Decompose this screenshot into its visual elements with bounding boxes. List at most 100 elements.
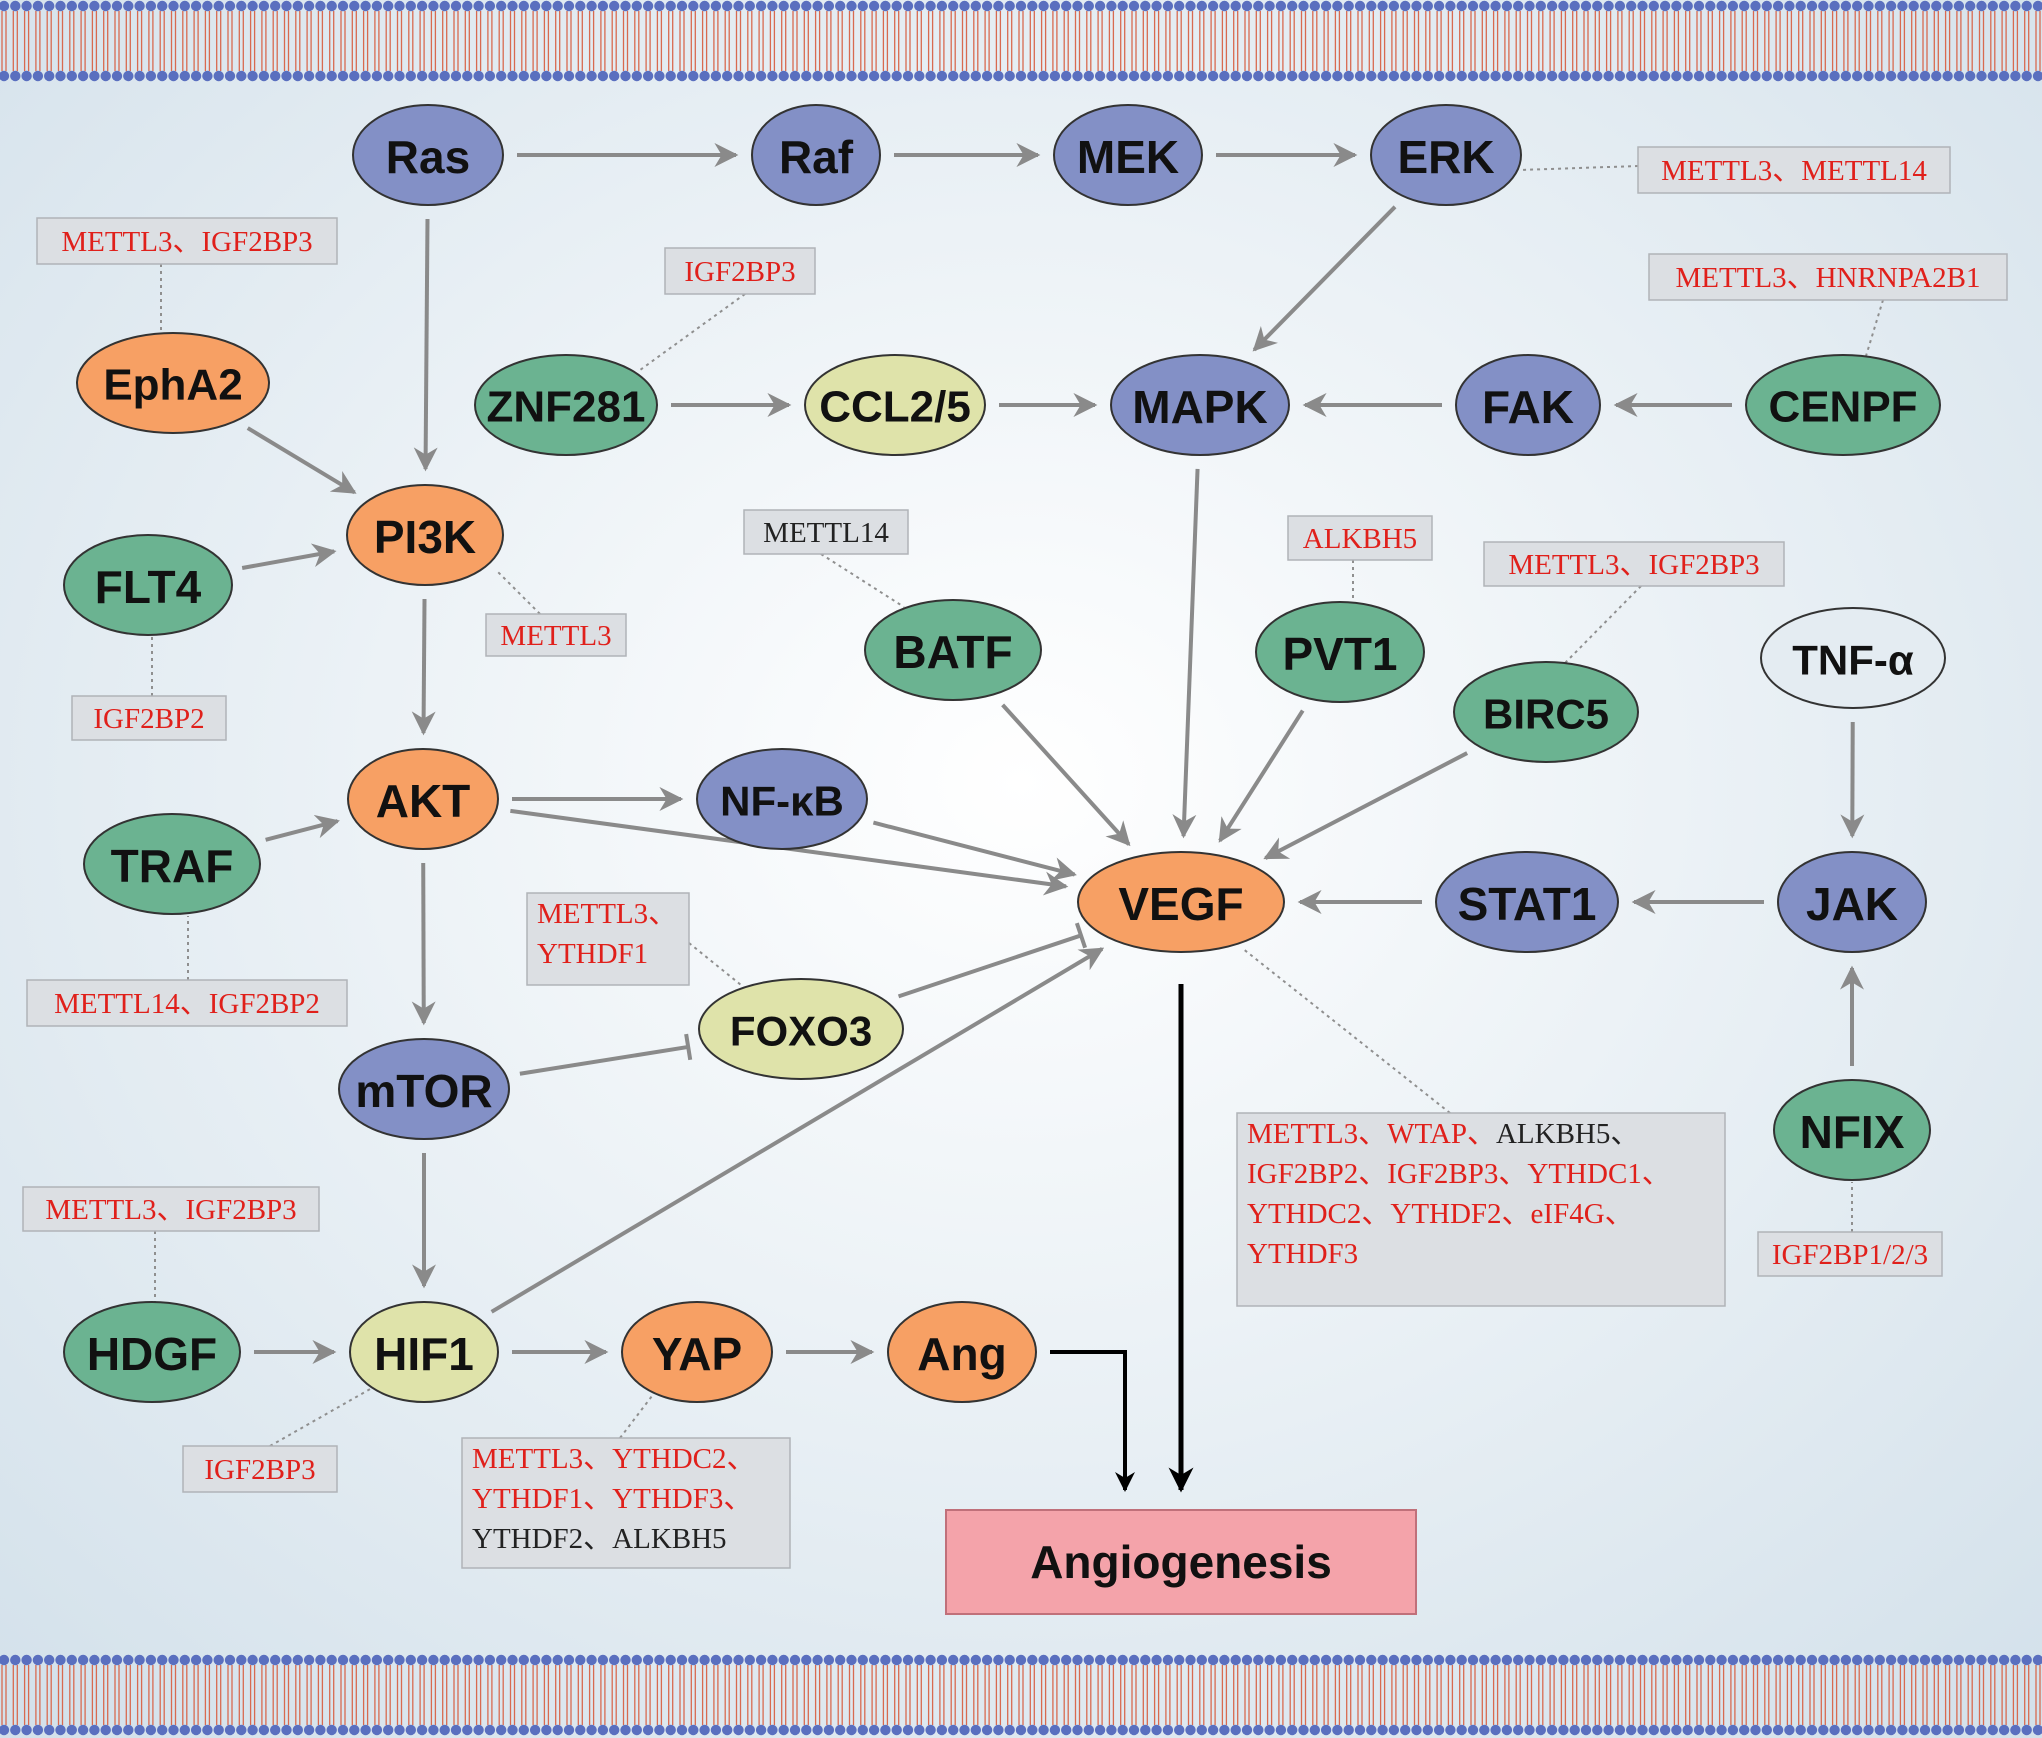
edge-batf-to-vegf <box>1001 703 1131 847</box>
modifier-erk-text: METTL3、METTL14 <box>1661 155 1927 187</box>
node-mtor: mTOR <box>338 1038 510 1140</box>
modifier-vegf-text: METTL3、WTAP、 <box>1247 1118 1496 1150</box>
modifier-box-nfix: IGF2BP1/2/3 <box>1757 1231 1943 1277</box>
node-nfix: NFIX <box>1773 1079 1931 1181</box>
modifier-yap-text: METTL3、YTHDC2、 <box>472 1443 756 1475</box>
node-ang-shape <box>887 1301 1037 1403</box>
node-hdgf-shape <box>63 1301 241 1403</box>
modifier-hdgf-line-0: METTL3、IGF2BP3 <box>45 1194 296 1226</box>
modifier-box-erk: METTL3、METTL14 <box>1637 146 1951 194</box>
node-yap: YAP <box>621 1301 773 1403</box>
node-pvt1-label: PVT1 <box>1282 628 1397 680</box>
node-fak: FAK <box>1455 354 1601 456</box>
edge-traf-to-akt <box>265 814 340 842</box>
modifier-foxo3-text: METTL3、 <box>537 898 677 930</box>
modifier-box-foxo3-bg <box>526 892 690 986</box>
modifier-vegf-text: IGF2BP2、IGF2BP3、YTHDC1、 <box>1247 1158 1671 1190</box>
node-nfix-shape <box>1773 1079 1931 1181</box>
node-flt4-shape <box>63 534 233 636</box>
modifier-foxo3-line-0: METTL3、 <box>537 898 677 930</box>
node-ras: Ras <box>352 104 504 206</box>
node-birc5: BIRC5 <box>1453 661 1639 763</box>
node-fak-label: FAK <box>1482 381 1574 433</box>
node-hif1-shape <box>349 1301 499 1403</box>
modifier-cenpf-text: METTL3、HNRNPA2B1 <box>1675 262 1980 294</box>
node-stat1-shape <box>1435 851 1619 953</box>
node-flt4: FLT4 <box>63 534 233 636</box>
modifier-box-znf281: IGF2BP3 <box>664 247 816 295</box>
pathway-edges <box>241 143 1865 1493</box>
modifier-vegf-text: ALKBH5、 <box>1496 1118 1639 1150</box>
modifier-box-epha2-bg <box>36 217 338 265</box>
node-nfkb: NF-κB <box>696 748 868 850</box>
modifier-erk-line-0: METTL3、METTL14 <box>1661 155 1927 187</box>
node-jak: JAK <box>1777 851 1927 953</box>
node-mek: MEK <box>1053 104 1203 206</box>
modifier-box-hdgf-bg <box>22 1186 320 1232</box>
node-pi3k-label: PI3K <box>374 511 476 563</box>
node-fak-shape <box>1455 354 1601 456</box>
node-ras-label: Ras <box>386 131 470 183</box>
modifier-vegf-text: YTHDF3 <box>1247 1238 1358 1270</box>
node-tnfa-label: TNF-α <box>1792 637 1914 684</box>
edge-pvt1-to-vegf <box>1218 709 1305 843</box>
node-mapk-shape <box>1110 354 1290 456</box>
modifier-znf281-text: IGF2BP3 <box>684 256 795 288</box>
modifier-box-vegf-bg <box>1236 1112 1726 1307</box>
node-znf281: ZNF281 <box>474 354 658 456</box>
node-epha2: EphA2 <box>76 332 270 434</box>
node-nfkb-shape <box>696 748 868 850</box>
node-flt4-label: FLT4 <box>95 561 202 613</box>
node-yap-shape <box>621 1301 773 1403</box>
node-ccl25: CCL2/5 <box>804 354 986 456</box>
edge-ras-to-pi3k <box>413 218 438 472</box>
modifier-batf-line-0: METTL14 <box>763 517 889 549</box>
modifier-yap-line-1: YTHDF1、YTHDF3、 <box>472 1483 752 1515</box>
node-akt-shape <box>347 748 499 850</box>
modifier-flt4-text: IGF2BP2 <box>93 703 204 735</box>
modifier-box-flt4-bg <box>71 695 227 741</box>
modifier-box-hif1: IGF2BP3 <box>182 1445 338 1493</box>
edge-hif1-to-vegf <box>490 947 1105 1314</box>
node-akt-label: AKT <box>376 775 471 827</box>
edge-erk-to-mapk <box>1252 205 1397 352</box>
node-znf281-shape <box>474 354 658 456</box>
node-foxo3-shape <box>698 978 904 1080</box>
node-stat1-label: STAT1 <box>1458 878 1597 930</box>
node-znf281-label: ZNF281 <box>487 383 646 432</box>
modifier-box-traf-bg <box>26 979 348 1027</box>
modifier-pvt1-text: ALKBH5 <box>1303 523 1417 555</box>
outcome-group: Angiogenesis <box>945 1509 1417 1615</box>
modifier-link-pi3k <box>497 571 541 615</box>
node-vegf: VEGF <box>1077 851 1285 953</box>
node-ang-label: Ang <box>917 1328 1006 1380</box>
modifier-flt4-line-0: IGF2BP2 <box>93 703 204 735</box>
modifier-box-hdgf: METTL3、IGF2BP3 <box>22 1186 320 1232</box>
modifier-traf-line-0: METTL14、IGF2BP2 <box>54 988 320 1020</box>
modifier-hif1-text: IGF2BP3 <box>204 1454 315 1486</box>
modifier-box-foxo3: METTL3、YTHDF1 <box>526 892 690 986</box>
node-epha2-label: EphA2 <box>103 361 242 410</box>
node-tnfa: TNF-α <box>1760 607 1946 709</box>
modifier-pi3k-line-0: METTL3 <box>500 620 611 652</box>
modifier-box-nfix-bg <box>1757 1231 1943 1277</box>
edge-mtor-to-foxo3-bar <box>684 1033 693 1061</box>
node-ccl25-shape <box>804 354 986 456</box>
node-yap-label: YAP <box>652 1328 742 1380</box>
node-raf: Raf <box>751 104 881 206</box>
modifier-box-pi3k-bg <box>485 613 627 657</box>
node-batf: BATF <box>864 599 1042 701</box>
membrane-top <box>0 0 2042 82</box>
node-pi3k-shape <box>346 484 504 586</box>
node-birc5-label: BIRC5 <box>1483 691 1609 738</box>
modifier-box-traf: METTL14、IGF2BP2 <box>26 979 348 1027</box>
node-ras-shape <box>352 104 504 206</box>
node-raf-label: Raf <box>779 131 854 183</box>
modifier-nfix-text: IGF2BP1/2/3 <box>1772 1239 1928 1271</box>
modifier-vegf-line-2: YTHDC2、YTHDF2、eIF4G、 <box>1247 1198 1634 1230</box>
modifier-box-pvt1: ALKBH5 <box>1287 515 1433 561</box>
node-mtor-shape <box>338 1038 510 1140</box>
